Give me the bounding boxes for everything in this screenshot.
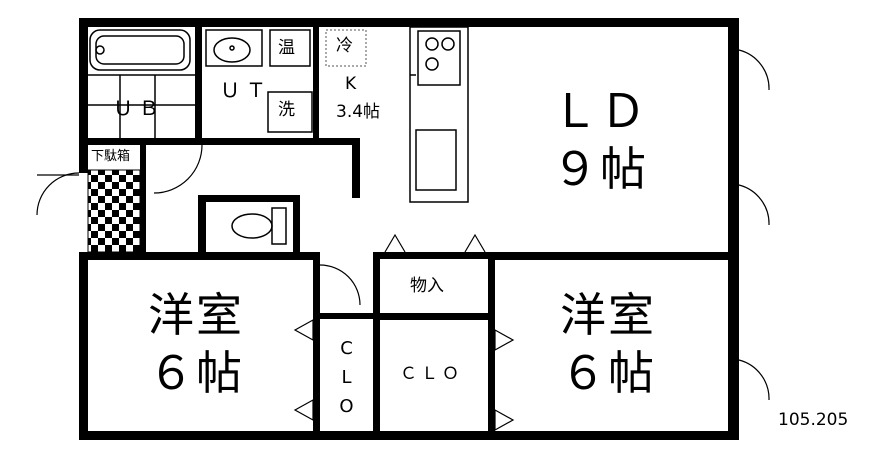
bath-label: ＵＢ — [113, 96, 165, 120]
area-note: 105.205 — [778, 410, 849, 430]
toilet-icon — [231, 207, 287, 245]
east-bedroom-name: 洋室 — [560, 288, 656, 342]
water-heater-label: 温 — [278, 38, 295, 58]
storage-label: 物入 — [410, 276, 444, 296]
kitchen-size: 3.4帖 — [336, 102, 381, 122]
sink-icon — [205, 29, 263, 67]
door-swings — [36, 49, 770, 432]
east-bedroom-size: ６帖 — [560, 346, 656, 400]
west-bedroom-size: ６帖 — [148, 346, 244, 400]
interior-walls — [79, 18, 739, 440]
fridge-box — [325, 29, 367, 67]
west-bedroom-name: 洋室 — [148, 288, 244, 342]
shoe-box-pattern — [87, 169, 141, 253]
shoe-box-label: 下駄箱 — [91, 149, 131, 164]
washer-label: 洗 — [278, 100, 295, 120]
fridge-label: 冷 — [336, 36, 353, 56]
washer-box — [267, 91, 313, 133]
kitchen-label: K — [345, 74, 357, 94]
bathtub-icon — [88, 29, 195, 138]
ld-name: ＬＤ — [552, 84, 648, 138]
closet-narrow-label: CLO — [336, 338, 357, 425]
ld-size: ９帖 — [552, 142, 648, 196]
utility-label: ＵＴ — [220, 78, 272, 102]
windows — [83, 60, 734, 420]
closet-wide-label: ＣＬＯ — [400, 364, 463, 384]
kitchen-counter-icon — [409, 26, 469, 203]
water-heater-box — [269, 29, 311, 67]
